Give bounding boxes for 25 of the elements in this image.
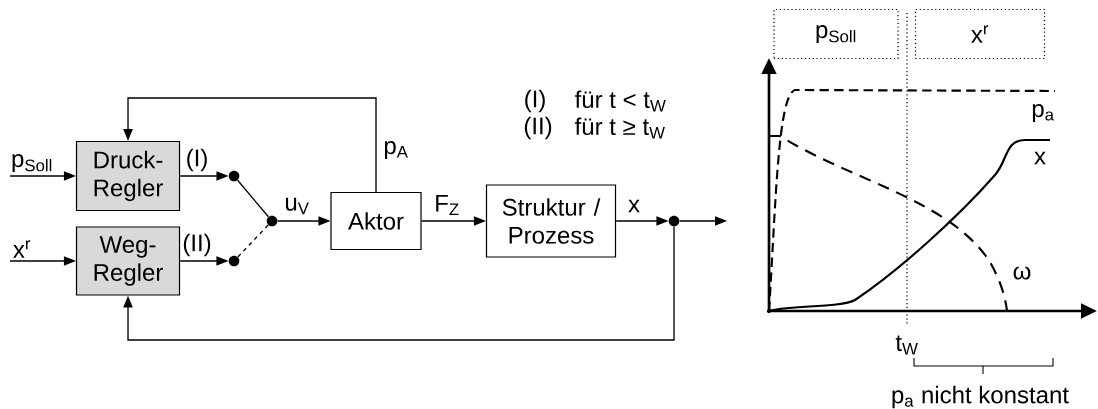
text-label: x (1034, 151, 1046, 165)
text-label: (I) (525, 89, 545, 113)
controller-box: Druck- Regler (75, 140, 181, 212)
signal-label: p$_{Soll}$ (12, 154, 52, 172)
signal-label: x (628, 199, 640, 213)
text-label: p$_{a}$ (1032, 104, 1054, 122)
text-label: für t ≥ t$_{W}$ (574, 117, 665, 139)
input-box: p$_{Soll}$ (773, 8, 899, 60)
signal-label: (I) (187, 148, 207, 172)
text-label: t$_{W}$ (895, 335, 918, 355)
text-label: (II) (524, 116, 552, 140)
arrow (123, 97, 377, 193)
text-label: ω (1013, 266, 1031, 280)
block-box: Aktor (330, 191, 422, 251)
text-label: p$_{a}$ nicht konstant (892, 385, 1069, 409)
signal-label: F$_{Z}$ (436, 194, 459, 216)
signal-label: (II) (183, 233, 211, 257)
signal-label: u$_{V}$ (285, 197, 309, 215)
signal-label: x$^{r}$ (13, 240, 31, 258)
arrow (123, 225, 675, 341)
signal-label: p$_{A}$ (384, 141, 408, 159)
block-box: Struktur / Prozess (485, 184, 617, 258)
text-label: für t < t$_{W}$ (574, 90, 666, 112)
controller-box: Weg- Regler (75, 226, 181, 296)
input-box: x$^{r}$ (914, 8, 1046, 60)
